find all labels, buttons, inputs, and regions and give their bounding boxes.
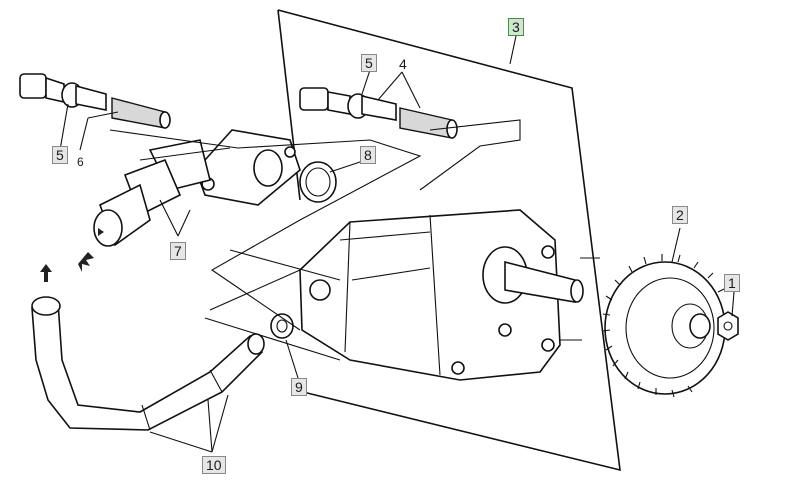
- lower-hose: [31, 296, 265, 431]
- pump-housing: [299, 209, 584, 381]
- callout-1: 1: [724, 274, 740, 292]
- union-bolt-upper: [299, 87, 458, 139]
- callout-5-upper: 5: [361, 54, 377, 72]
- callout-5-left: 5: [52, 146, 68, 164]
- callout-6: 6: [77, 155, 84, 169]
- gear-nut: [717, 311, 739, 341]
- union-bolt-left: [19, 73, 171, 129]
- callout-7: 7: [170, 242, 186, 260]
- callout-8: 8: [360, 146, 376, 164]
- flange-elbow: [93, 129, 301, 247]
- callout-9: 9: [291, 378, 307, 396]
- sealing-washer: [270, 313, 294, 339]
- callout-2: 2: [672, 206, 688, 224]
- leader-lines: [59, 35, 735, 453]
- callout-3: 3: [508, 18, 524, 36]
- drive-gear: [602, 254, 726, 398]
- callout-10: 10: [202, 456, 226, 474]
- o-ring: [299, 161, 337, 203]
- direction-arrows: [40, 228, 104, 282]
- callout-4: 4: [399, 56, 407, 72]
